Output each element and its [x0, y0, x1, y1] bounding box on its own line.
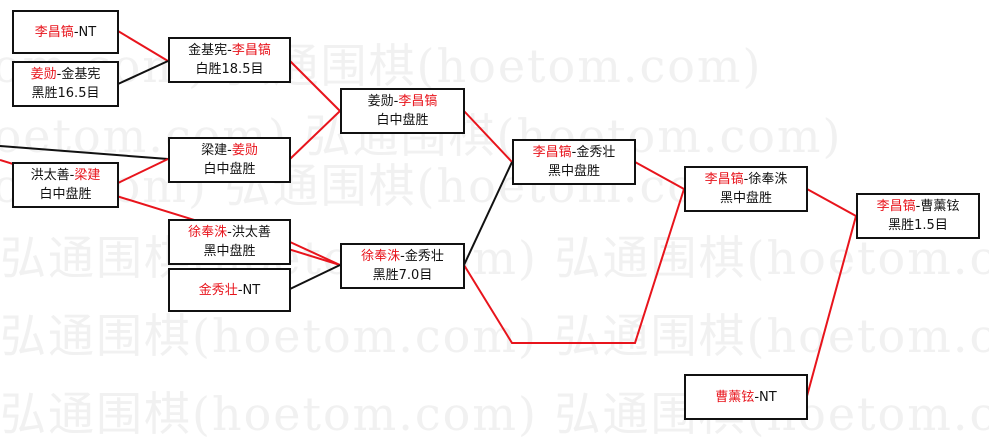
match-players: 李昌镐-徐奉洙: [705, 170, 788, 189]
connector-line: [117, 60, 169, 85]
match-result: 黑中盘胜: [547, 164, 600, 179]
match-result: 白胜18.5目: [195, 62, 264, 77]
match-players: 李昌镐-曹薰铉: [877, 197, 960, 216]
separator: -: [915, 199, 921, 214]
match-box: 徐奉洙-金秀壮 黑胜7.0目: [340, 243, 465, 289]
player-name: 洪太善: [30, 168, 70, 183]
player-name: 徐奉洙: [748, 172, 788, 187]
winner-name: 梁建: [74, 168, 101, 183]
separator: -: [56, 67, 62, 82]
winner-name: 姜勋: [30, 67, 57, 82]
separator: -: [227, 43, 232, 58]
match-box: 李昌镐-徐奉洙 黑中盘胜: [684, 166, 808, 212]
winner-name: 李昌镐: [398, 94, 438, 109]
connector-line: [806, 188, 857, 217]
connector-line: [117, 158, 169, 184]
match-box: 曹薰铉-NT: [684, 374, 808, 420]
match-result: 白中盘胜: [203, 162, 256, 177]
winner-name: 李昌镐: [34, 24, 74, 40]
player-name: NT: [78, 24, 97, 40]
match-box: 梁建-姜勋 白中盘胜: [168, 137, 291, 183]
match-box: 姜勋-李昌镐 白中盘胜: [340, 88, 465, 134]
separator: -: [69, 168, 75, 183]
winner-name: 李昌镐: [876, 199, 916, 214]
match-box: 洪太善-梁建 白中盘胜: [12, 162, 119, 208]
player-name: 姜勋: [367, 94, 394, 109]
winner-name: 曹薰铉: [715, 389, 755, 405]
final-match-box: 李昌镐-曹薰铉 黑胜1.5目: [856, 193, 980, 239]
match-players: 金基宪-李昌镐: [188, 41, 271, 60]
player-name: 洪太善: [231, 225, 271, 240]
match-result: 黑中盘胜: [719, 191, 772, 206]
match-players: 姜勋-李昌镐: [368, 92, 438, 111]
match-box: 金秀壮-NT: [168, 268, 291, 312]
player-name: NT: [759, 389, 777, 405]
winner-name: 李昌镐: [532, 145, 572, 160]
winner-name: 姜勋: [231, 143, 258, 158]
separator: -: [237, 282, 243, 298]
match-result: 白中盘胜: [39, 187, 92, 202]
separator: -: [227, 143, 232, 158]
connector-line: [289, 264, 341, 290]
player-name: 金基宪: [61, 67, 101, 82]
connector-line: [289, 241, 341, 266]
separator: -: [743, 172, 749, 187]
match-players: 徐奉洙-洪太善: [188, 223, 271, 242]
match-players: 梁建-姜勋: [201, 141, 258, 160]
winner-name: 徐奉洙: [361, 249, 401, 264]
player-name: 梁建: [201, 143, 228, 158]
separator: -: [400, 249, 405, 264]
match-players: 洪太善-梁建: [31, 166, 101, 185]
match-players: 李昌镐-金秀壮: [533, 143, 616, 162]
match-result: 黑胜7.0目: [372, 268, 433, 283]
match-result: 黑中盘胜: [203, 244, 256, 259]
match-result: 黑胜16.5目: [31, 86, 100, 101]
winner-name: 李昌镐: [231, 43, 271, 58]
match-box: 李昌镐-金秀壮 黑中盘胜: [512, 139, 636, 185]
separator: -: [754, 389, 760, 405]
winner-name: 徐奉洙: [188, 225, 228, 240]
match-players: 李昌镐-NT: [35, 23, 96, 42]
match-result: 白中盘胜: [376, 113, 429, 128]
match-result: 黑胜1.5目: [888, 218, 948, 233]
bracket-connectors: [0, 30, 857, 397]
connector-line: [289, 60, 341, 112]
player-name: 金秀壮: [576, 145, 616, 160]
match-box: 李昌镐-NT: [12, 10, 119, 54]
winner-name: 金秀壮: [198, 282, 238, 298]
match-players: 曹薰铉-NT: [715, 388, 776, 407]
connector-line: [634, 161, 685, 190]
connector-line: [0, 145, 169, 160]
match-players: 姜勋-金基宪: [31, 65, 101, 84]
connector-line: [117, 30, 169, 62]
player-name: 金基宪: [188, 43, 228, 58]
connector-line: [806, 215, 857, 397]
match-players: 徐奉洙-金秀壮: [361, 247, 444, 266]
match-box: 姜勋-金基宪 黑胜16.5目: [12, 61, 119, 107]
separator: -: [73, 24, 79, 40]
connector-line: [463, 188, 685, 344]
match-players: 金秀壮-NT: [199, 281, 260, 300]
player-name: NT: [242, 282, 261, 298]
match-box: 金基宪-李昌镐 白胜18.5目: [168, 37, 291, 83]
player-name: 曹薰铉: [920, 199, 960, 214]
separator: -: [571, 145, 577, 160]
winner-name: 李昌镐: [704, 172, 744, 187]
player-name: 金秀壮: [404, 249, 444, 264]
connector-line: [463, 110, 513, 163]
separator: -: [393, 94, 399, 109]
connector-line: [463, 161, 513, 266]
separator: -: [227, 225, 232, 240]
match-box: 徐奉洙-洪太善 黑中盘胜: [168, 219, 291, 265]
connector-line: [289, 110, 341, 160]
